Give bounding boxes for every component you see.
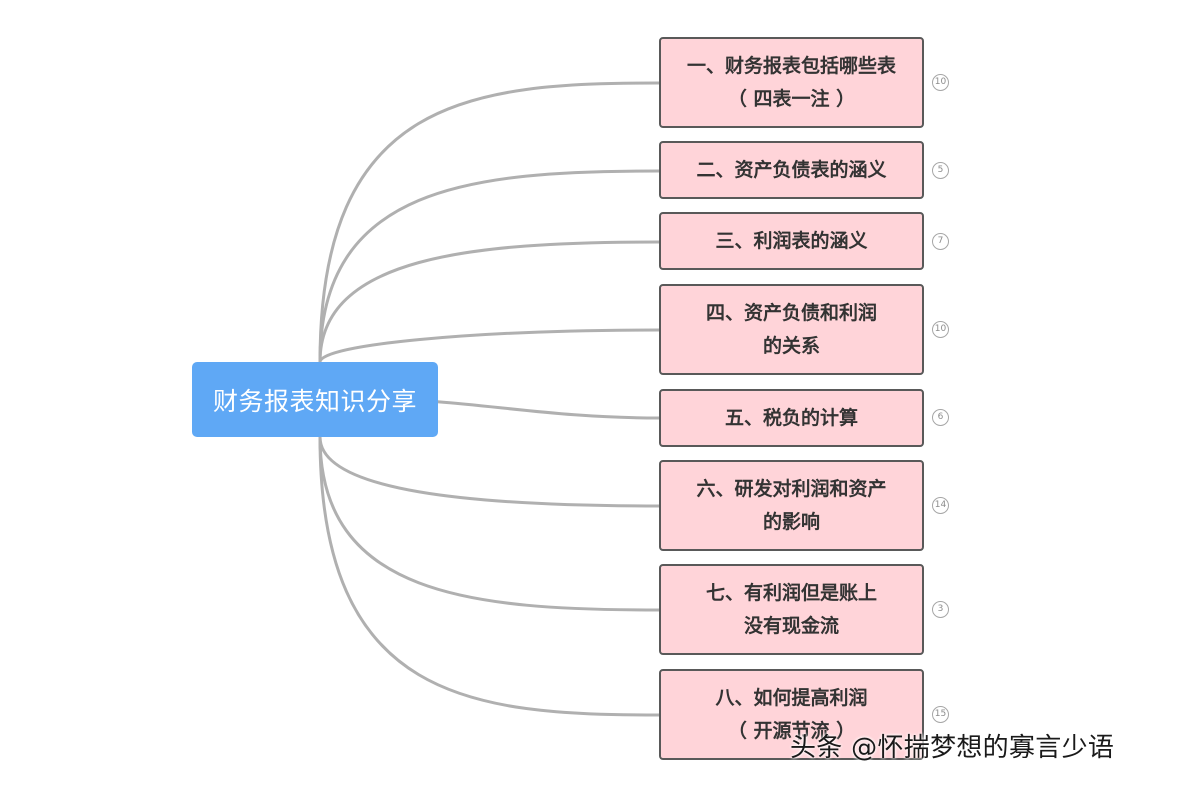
topic-node-5[interactable]: 五、税负的计算 xyxy=(659,389,924,447)
topic-label-line: 的关系 xyxy=(762,334,820,357)
child-count-badge[interactable]: 3 xyxy=(932,601,949,618)
topic-node-8[interactable]: 八、如何提高利润 （ 开源节流 ） xyxy=(659,669,924,760)
topic-label-line: 四、资产负债和利润 xyxy=(705,301,877,324)
topic-node-2[interactable]: 二、资产负债表的涵义 xyxy=(659,141,924,199)
topic-label-line: （ 四表一注 ） xyxy=(727,87,856,110)
connector-line-7 xyxy=(318,436,660,612)
connector-line-8 xyxy=(318,436,660,717)
topic-label-line: 八、如何提高利润 xyxy=(715,686,868,709)
child-count-badge[interactable]: 7 xyxy=(932,233,949,250)
topic-label-line: 二、资产负债表的涵义 xyxy=(696,158,887,181)
connector-line-2 xyxy=(318,169,660,363)
topic-label-line: 的影响 xyxy=(762,510,820,533)
child-count-badge[interactable]: 10 xyxy=(932,74,949,91)
connector-line-6 xyxy=(318,436,660,508)
topic-node-1[interactable]: 一、财务报表包括哪些表 （ 四表一注 ） xyxy=(659,37,924,128)
topic-node-4[interactable]: 四、资产负债和利润 的关系 xyxy=(659,284,924,375)
topic-label-line: （ 开源节流 ） xyxy=(727,719,856,742)
child-count-badge[interactable]: 6 xyxy=(932,409,949,426)
topic-node-7[interactable]: 七、有利润但是账上 没有现金流 xyxy=(659,564,924,655)
topic-label-line: 一、财务报表包括哪些表 xyxy=(686,54,896,77)
topic-label-line: 七、有利润但是账上 xyxy=(705,581,877,604)
child-count-badge[interactable]: 10 xyxy=(932,321,949,338)
child-count-badge[interactable]: 14 xyxy=(932,497,949,514)
child-count-badge[interactable]: 15 xyxy=(932,706,949,723)
topic-label-line: 六、研发对利润和资产 xyxy=(696,477,887,500)
watermark-text: 头条 @怀揣梦想的寡言少语 xyxy=(790,733,1115,763)
topic-label-line: 三、利润表的涵义 xyxy=(715,229,868,252)
topic-node-3[interactable]: 三、利润表的涵义 xyxy=(659,212,924,270)
topic-node-6[interactable]: 六、研发对利润和资产 的影响 xyxy=(659,460,924,551)
topic-label-line: 没有现金流 xyxy=(743,614,839,637)
connector-line-3 xyxy=(318,240,660,363)
root-topic[interactable]: 财务报表知识分享 xyxy=(192,362,438,437)
connector-line-4 xyxy=(318,328,660,363)
connector-line-1 xyxy=(318,81,660,363)
child-count-badge[interactable]: 5 xyxy=(932,162,949,179)
root-topic-label: 财务报表知识分享 xyxy=(212,386,417,416)
topic-label-line: 五、税负的计算 xyxy=(724,406,858,429)
